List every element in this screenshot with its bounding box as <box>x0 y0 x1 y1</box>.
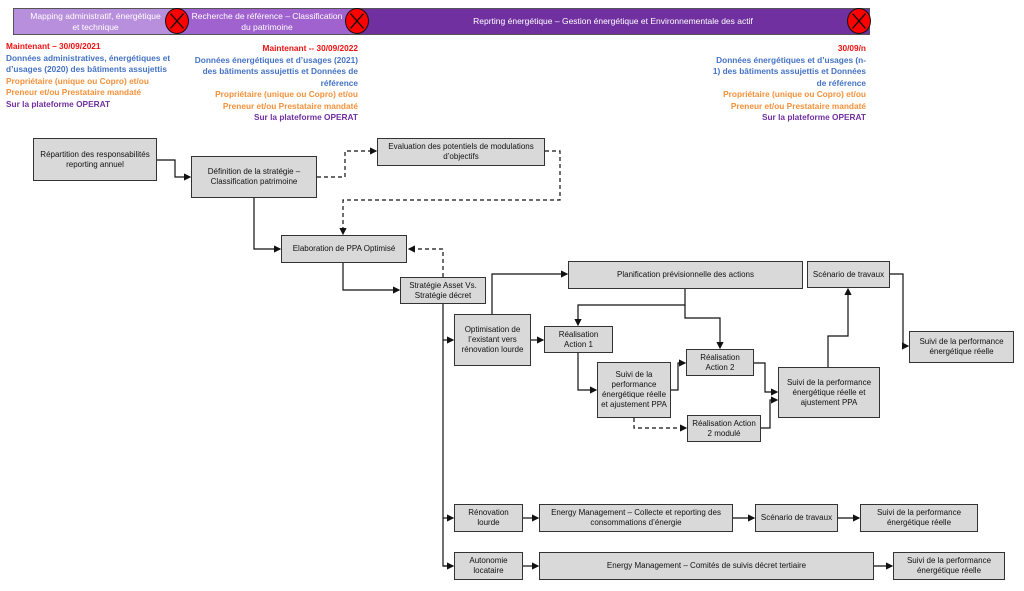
box-suivi-small: Suivi de la performance énergétique réel… <box>597 362 671 418</box>
milestone-actor: Preneur et/ou Prestataire mandaté <box>730 100 866 111</box>
milestone-data: Données énergétiques et d’usages (n- <box>716 54 866 65</box>
milestone-data: de référence <box>816 77 866 88</box>
box-elaboration: Elaboration de PPA Optimisé <box>281 235 407 263</box>
milestone-actor: Preneur et/ou Prestataire mandaté <box>6 87 142 97</box>
box-strategie: Stratégie Asset Vs. Stratégie décret <box>400 277 486 304</box>
box-action2-module: Réalisation Action 2 modulé <box>687 415 761 442</box>
milestone-x-icon <box>345 8 369 34</box>
milestone-platform: Sur la plateforme OPERAT <box>761 112 866 122</box>
milestone-actor: Propriétaire (unique ou Copro) et/ou <box>215 89 358 99</box>
milestone-data: d’usages (2020) des bâtiments assujettis <box>6 64 167 74</box>
box-autonomie: Autonomie locataire <box>454 552 523 580</box>
milestone-date: Maintenant -- 30/09/2022 <box>262 43 358 53</box>
milestone-platform: Sur la plateforme OPERAT <box>6 98 111 109</box>
box-optimisation: Optimisation de l’existant vers rénovati… <box>454 314 531 366</box>
box-planification: Planification prévisionnelle des actions <box>568 261 803 289</box>
phase-recherche: Recherche de référence – Classification … <box>177 8 357 35</box>
box-suivi-ppa: Suivi de la performance énergétique réel… <box>778 367 880 418</box>
milestone-x-icon <box>847 8 871 34</box>
milestone-date: 30/09/n <box>837 43 866 53</box>
box-action2: Réalisation Action 2 <box>686 349 754 376</box>
milestone-note-n: 30/09/n Données énergétiques et d’usages… <box>713 43 866 124</box>
milestone-data: référence <box>320 77 358 88</box>
milestone-date: Maintenant – 30/09/2021 <box>6 41 101 51</box>
box-suivi-reno: Suivi de la performance énergétique réel… <box>860 504 978 532</box>
milestone-x-icon <box>165 8 189 34</box>
box-suivi-right: Suivi de la performance énergétique réel… <box>909 331 1014 363</box>
milestone-data: Données administratives, énergétiques et <box>6 52 171 63</box>
box-suivi-auto: Suivi de la performance énergétique réel… <box>893 552 1005 580</box>
box-repartition: Répartition des responsabilités reportin… <box>33 138 157 181</box>
box-evaluation: Evaluation des potentiels de modulations… <box>377 138 545 166</box>
box-renovation: Rénovation lourde <box>454 504 523 532</box>
box-definition: Définition de la stratégie – Classificat… <box>191 156 317 198</box>
milestone-data: 1) des bâtiments assujettis et Données <box>712 66 866 76</box>
milestone-actor: Propriétaire (unique ou Copro) et/ou <box>723 89 866 99</box>
box-em-comites: Energy Management – Comités de suivis dé… <box>539 552 874 580</box>
milestone-data: des bâtiments assujettis et Données de <box>202 66 358 76</box>
box-em-collecte: Energy Management – Collecte et reportin… <box>539 504 733 532</box>
milestone-actor: Propriétaire (unique ou Copro) et/ou <box>6 75 149 86</box>
milestone-platform: Sur la plateforme OPERAT <box>253 112 358 122</box>
milestone-note-2022: Maintenant -- 30/09/2022 Données énergét… <box>195 43 358 124</box>
milestone-actor: Preneur et/ou Prestataire mandaté <box>222 100 358 111</box>
box-scenario-top: Scénario de travaux <box>807 261 890 288</box>
milestone-note-2021: Maintenant – 30/09/2021 Données administ… <box>6 41 170 110</box>
phase-mapping: Mapping administratif, énergétique et te… <box>13 8 177 35</box>
milestone-data: Données énergétiques et d’usages (2021) <box>194 54 358 65</box>
box-action1: Réalisation Action 1 <box>544 326 613 353</box>
box-scenario-bottom: Scénario de travaux <box>755 504 838 532</box>
